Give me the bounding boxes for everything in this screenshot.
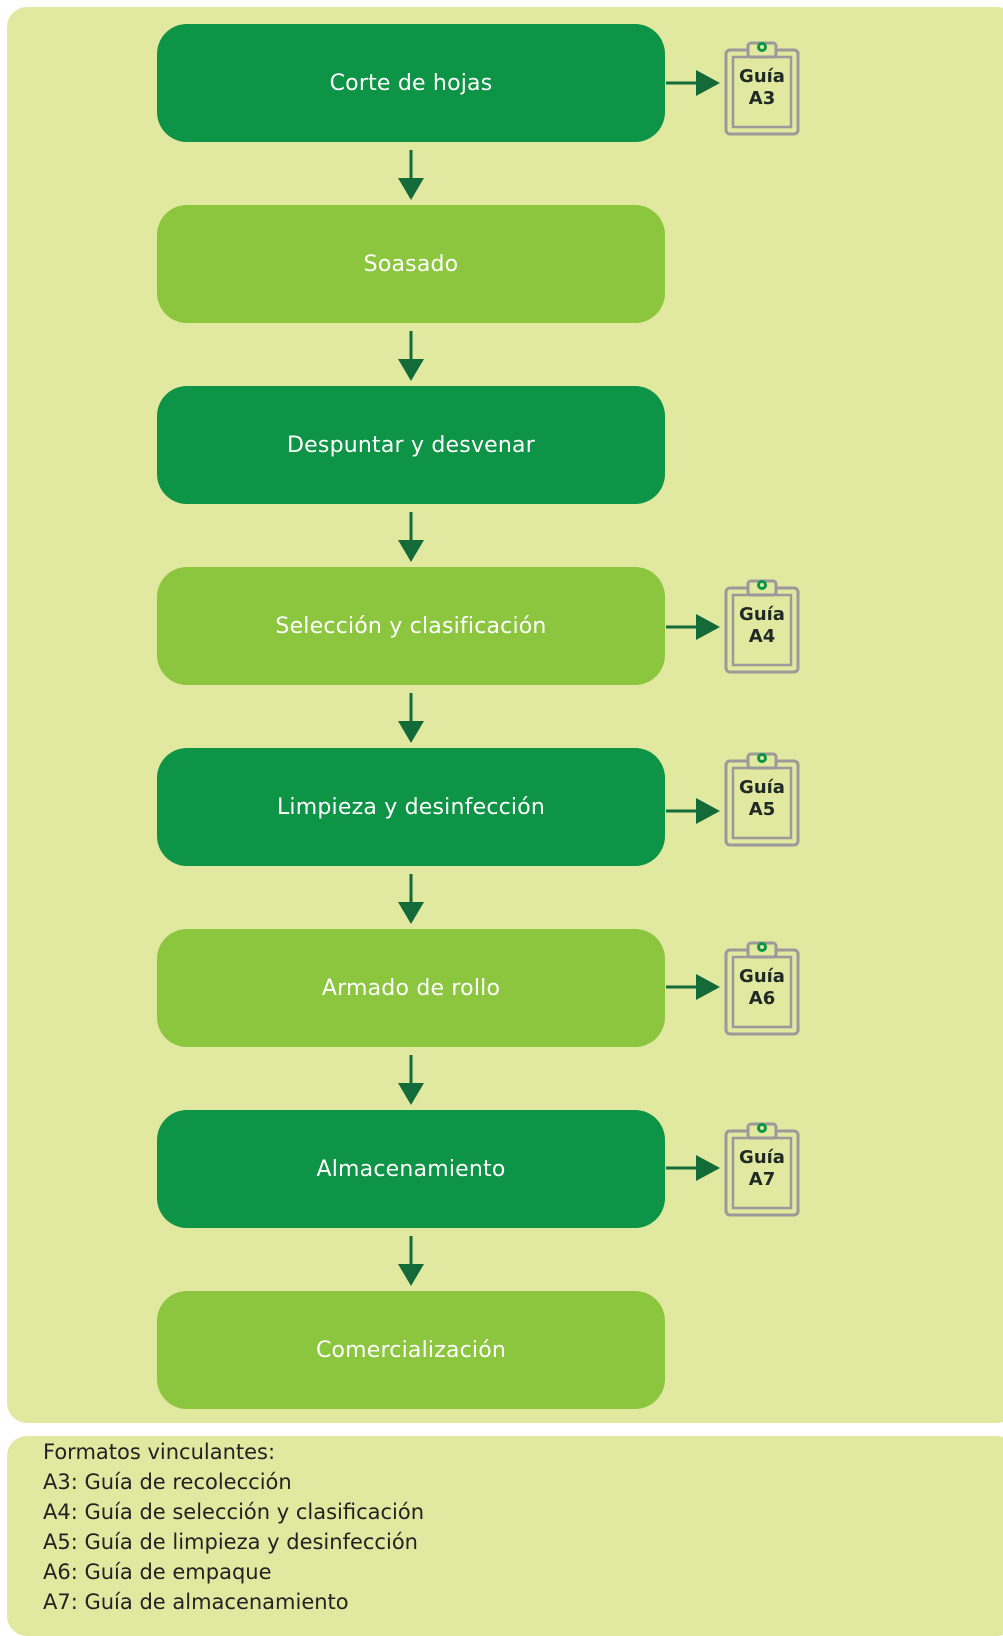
- right-arrow-icon: [666, 798, 720, 824]
- step-label: Selección y clasificación: [275, 613, 547, 639]
- step-almacenamiento: Almacenamiento: [157, 1110, 665, 1228]
- guide-clipboard-a4: Guía A4: [723, 576, 801, 674]
- down-arrow-icon: [398, 512, 424, 562]
- down-arrow-icon: [398, 1236, 424, 1286]
- legend-list: Formatos vinculantes: A3: Guía de recole…: [43, 1437, 424, 1617]
- right-arrow-icon: [666, 1155, 720, 1181]
- step-label: Soasado: [363, 251, 459, 277]
- guide-clipboard-a7: Guía A7: [723, 1119, 801, 1217]
- legend-item-a6: A6: Guía de empaque: [43, 1560, 272, 1584]
- down-arrow-icon: [398, 331, 424, 381]
- step-limpieza-y-desinfeccion: Limpieza y desinfección: [157, 748, 665, 866]
- step-despuntar-y-desvenar: Despuntar y desvenar: [157, 386, 665, 504]
- guide-clipboard-a3: Guía A3: [723, 38, 801, 136]
- step-corte-de-hojas: Corte de hojas: [157, 24, 665, 142]
- guide-code: A7: [748, 1169, 776, 1190]
- guide-code: A5: [748, 799, 776, 820]
- step-armado-de-rollo: Armado de rollo: [157, 929, 665, 1047]
- step-comercializacion: Comercialización: [157, 1291, 665, 1409]
- right-arrow-icon: [666, 70, 720, 96]
- guide-word: Guía: [739, 777, 785, 798]
- legend-item-a7: A7: Guía de almacenamiento: [43, 1590, 349, 1614]
- step-label: Despuntar y desvenar: [287, 432, 535, 458]
- clipboard-icon: [724, 41, 800, 136]
- step-seleccion-y-clasificacion: Selección y clasificación: [157, 567, 665, 685]
- down-arrow-icon: [398, 1055, 424, 1105]
- right-arrow-icon: [666, 974, 720, 1000]
- step-label: Almacenamiento: [316, 1156, 506, 1182]
- step-soasado: Soasado: [157, 205, 665, 323]
- clipboard-icon: [724, 579, 800, 674]
- legend-item-a4: A4: Guía de selección y clasificación: [43, 1500, 425, 1524]
- step-label: Limpieza y desinfección: [276, 794, 546, 820]
- guide-code: A4: [748, 626, 776, 647]
- guide-clipboard-a6: Guía A6: [723, 938, 801, 1036]
- legend-title: Formatos vinculantes:: [43, 1440, 276, 1464]
- guide-word: Guía: [739, 966, 785, 987]
- down-arrow-icon: [398, 693, 424, 743]
- right-arrow-icon: [666, 614, 720, 640]
- down-arrow-icon: [398, 150, 424, 200]
- guide-code: A3: [748, 88, 776, 109]
- step-label: Armado de rollo: [321, 975, 501, 1001]
- clipboard-icon: [724, 941, 800, 1036]
- guide-word: Guía: [739, 66, 785, 87]
- guide-word: Guía: [739, 1147, 785, 1168]
- step-label: Corte de hojas: [329, 70, 493, 96]
- legend-panel: [7, 1436, 1003, 1636]
- guide-word: Guía: [739, 604, 785, 625]
- guide-clipboard-a5: Guía A5: [723, 749, 801, 847]
- legend-item-a3: A3: Guía de recolección: [43, 1470, 292, 1494]
- guide-code: A6: [748, 988, 776, 1009]
- clipboard-icon: [724, 1122, 800, 1217]
- clipboard-icon: [724, 752, 800, 847]
- legend-item-a5: A5: Guía de limpieza y desinfección: [43, 1530, 418, 1554]
- down-arrow-icon: [398, 874, 424, 924]
- step-label: Comercialización: [315, 1337, 507, 1363]
